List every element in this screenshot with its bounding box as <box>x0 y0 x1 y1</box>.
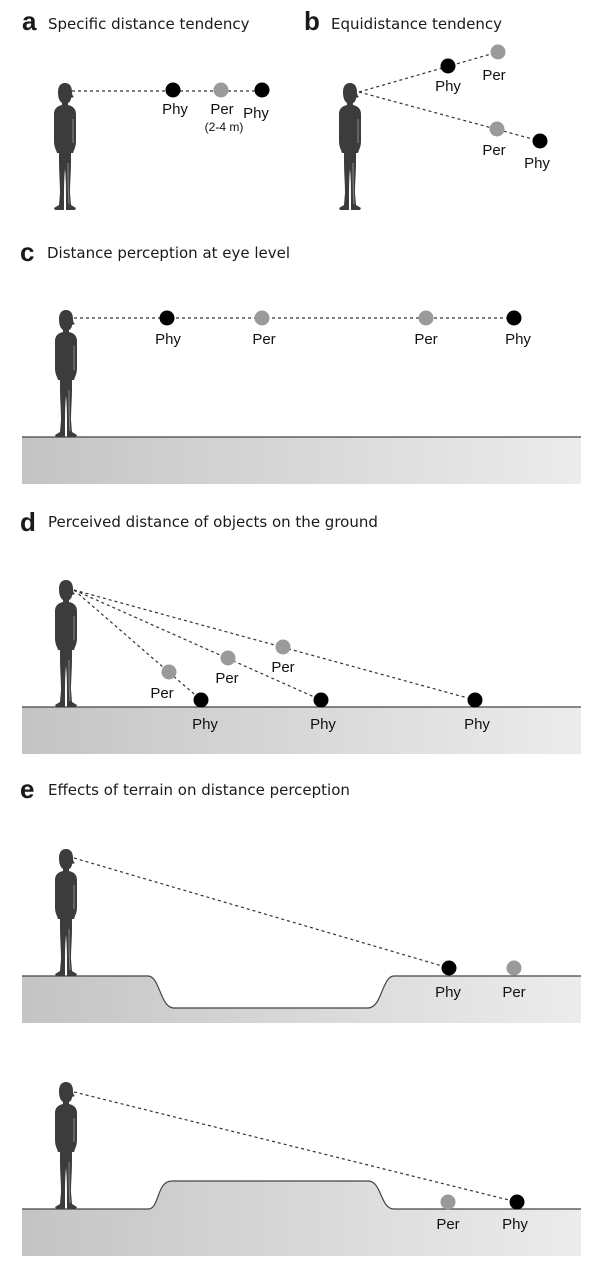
panel-a-letter: a <box>22 6 37 36</box>
panel-e: e Effects of terrain on distance percept… <box>20 774 581 1256</box>
sight-line-e-top <box>73 857 450 969</box>
panel-e-letter: e <box>20 774 34 804</box>
label-d-phy-near: Phy <box>192 716 218 733</box>
label-d-phy-far: Phy <box>464 716 490 733</box>
ground-c <box>22 437 581 484</box>
terrain-depression-scene: Phy Per <box>22 849 581 1023</box>
label-c-phy-far: Phy <box>505 331 531 348</box>
panel-b: b Equidistance tendency Phy Per Per Phy <box>304 6 550 211</box>
perceived-dot-b-upper <box>490 44 506 60</box>
physical-dot-c-far <box>506 310 522 326</box>
physical-dot-e-bottom <box>509 1194 525 1210</box>
ground-e-depression <box>22 976 581 1023</box>
label-b-per-lower: Per <box>482 142 505 159</box>
label-e-bottom-phy: Phy <box>502 1216 528 1233</box>
panel-d: d Perceived distance of objects on the g… <box>20 507 581 754</box>
perceived-dot-e-bottom <box>440 1194 456 1210</box>
label-e-top-phy: Phy <box>435 984 461 1001</box>
label-b-phy-lower: Phy <box>524 155 550 172</box>
terrain-hill-scene: Per Phy <box>22 1082 581 1256</box>
sight-line-b-lower <box>358 91 541 142</box>
label-e-bottom-per: Per <box>436 1216 459 1233</box>
panel-c-title: Distance perception at eye level <box>47 244 290 262</box>
sight-line-d-far <box>73 589 476 701</box>
perceived-dot-a <box>213 82 229 98</box>
label-e-top-per: Per <box>502 984 525 1001</box>
panel-a: a Specific distance tendency Phy Per (2-… <box>22 6 270 211</box>
physical-dot-d-far <box>467 692 483 708</box>
panel-d-title: Perceived distance of objects on the gro… <box>48 513 378 531</box>
physical-dot-d-near <box>193 692 209 708</box>
label-d-per-mid: Per <box>215 670 238 687</box>
perceived-dot-c-far <box>418 310 434 326</box>
observer-figure-e-bottom <box>54 1082 78 1210</box>
physical-dot-b-upper <box>440 58 456 74</box>
observer-figure-c <box>54 310 78 438</box>
label-b-per-upper: Per <box>482 67 505 84</box>
ground-d <box>22 707 581 754</box>
label-c-per-near: Per <box>252 331 275 348</box>
label-d-per-near: Per <box>150 685 173 702</box>
label-a-per: Per <box>210 101 233 118</box>
perceived-dot-e-top <box>506 960 522 976</box>
perceived-dot-d-mid <box>220 650 236 666</box>
observer-figure-b <box>338 83 362 211</box>
panel-a-title: Specific distance tendency <box>48 15 250 33</box>
ground-line-e-depression <box>22 975 581 1009</box>
physical-dot-a-far <box>254 82 270 98</box>
physical-dot-d-mid <box>313 692 329 708</box>
sight-line-e-bottom <box>73 1091 518 1203</box>
label-a-phy-near: Phy <box>162 101 188 118</box>
panel-c: c Distance perception at eye level Phy P… <box>20 237 581 484</box>
physical-dot-e-top <box>441 960 457 976</box>
sight-line-b-upper <box>358 51 499 93</box>
observer-figure-d <box>54 580 78 708</box>
panel-b-letter: b <box>304 6 320 36</box>
perceived-dot-d-near <box>161 664 177 680</box>
perceived-dot-c-near <box>254 310 270 326</box>
panel-d-letter: d <box>20 507 36 537</box>
label-c-phy-near: Phy <box>155 331 181 348</box>
label-c-per-far: Per <box>414 331 437 348</box>
label-a-phy-far: Phy <box>243 105 269 122</box>
ground-e-hill <box>22 1181 581 1256</box>
panel-e-title: Effects of terrain on distance perceptio… <box>48 781 350 799</box>
physical-dot-a-near <box>165 82 181 98</box>
ground-line-e-hill <box>22 1180 581 1210</box>
label-a-per-range: (2-4 m) <box>205 120 244 134</box>
label-b-phy-upper: Phy <box>435 78 461 95</box>
observer-figure-a <box>53 83 77 211</box>
perceived-dot-b-lower <box>489 121 505 137</box>
sight-line-d-near <box>73 589 202 701</box>
physical-dot-c-near <box>159 310 175 326</box>
label-d-phy-mid: Phy <box>310 716 336 733</box>
panel-b-title: Equidistance tendency <box>331 15 502 33</box>
panel-c-letter: c <box>20 237 34 267</box>
physical-dot-b-lower <box>532 133 548 149</box>
label-d-per-far: Per <box>271 659 294 676</box>
observer-figure-e-top <box>54 849 78 977</box>
perceived-dot-d-far <box>275 639 291 655</box>
